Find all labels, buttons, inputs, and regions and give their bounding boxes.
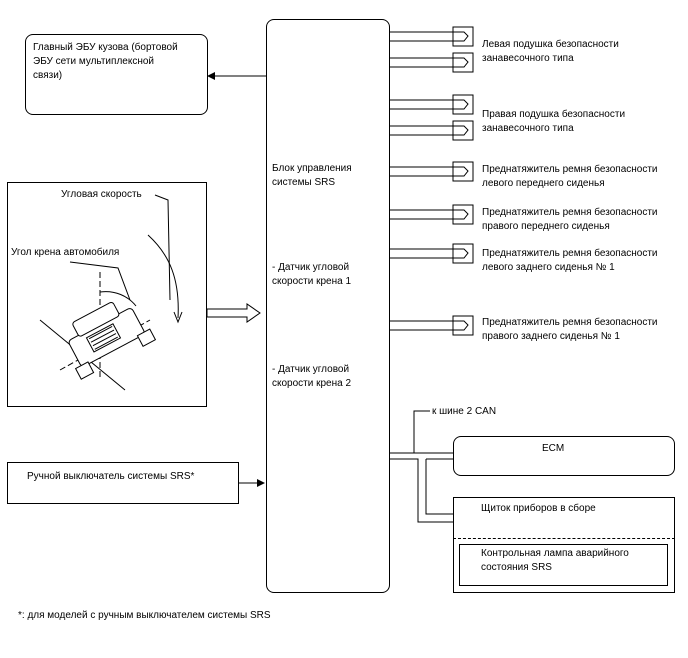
- roll-sensor-2-label-2: скорости крена 2: [272, 378, 352, 389]
- srs-unit-title-2: системы SRS: [272, 177, 336, 188]
- rear-left-pretensioner-label-2: левого заднего сиденья № 1: [482, 262, 615, 273]
- srs-control-unit: Блок управления системы SRS - Датчик угл…: [266, 19, 390, 593]
- ecm-box: ECM: [453, 436, 675, 476]
- squib-left-curtain-1: [452, 26, 474, 47]
- roll-angle-label: Угол крена автомобиля: [11, 247, 120, 258]
- main-body-ecu-label-1: Главный ЭБУ кузова (бортовой: [33, 42, 178, 53]
- squib-left-curtain-2: [452, 52, 474, 73]
- right-curtain-label-1: Правая подушка безопасности: [482, 109, 626, 120]
- front-left-pretensioner-label-2: левого переднего сиденья: [482, 178, 605, 189]
- rear-right-pretensioner-label-2: правого заднего сиденья № 1: [482, 331, 620, 342]
- left-curtain-label-1: Левая подушка безопасности: [482, 39, 619, 50]
- vehicle-illustration-frame: [7, 182, 207, 407]
- sensor-input-arrow: [206, 303, 261, 323]
- can-bus-lines: [390, 410, 453, 523]
- angular-speed-arc: [147, 234, 179, 319]
- squib-rear-left-pretensioner: [452, 243, 474, 264]
- squib-right-curtain-2: [452, 120, 474, 141]
- front-right-pretensioner-label-1: Преднатяжитель ремня безопасности: [482, 207, 658, 218]
- squib-symbols: [452, 26, 474, 336]
- squib-front-right-pretensioner: [452, 204, 474, 225]
- can-bus-label: к шине 2 CAN: [432, 406, 497, 417]
- combination-meter-box: Щиток приборов в сборе Контрольная лампа…: [453, 497, 675, 593]
- left-curtain-label-2: занавесочного типа: [482, 53, 574, 64]
- srs-warning-lamp-box: Контрольная лампа аварийного состояния S…: [459, 544, 668, 586]
- squib-right-curtain-1: [452, 94, 474, 115]
- manual-switch-box: Ручной выключатель системы SRS*: [7, 462, 239, 504]
- main-body-ecu-box: Главный ЭБУ кузова (бортовой ЭБУ сети му…: [25, 34, 208, 115]
- squib-wires: [390, 31, 453, 331]
- main-body-ecu-label-3: связи): [33, 70, 63, 81]
- footnote: *: для моделей с ручным выключателем сис…: [18, 610, 271, 621]
- angular-speed-label: Угловая скорость: [61, 189, 142, 200]
- rear-right-pretensioner-label-1: Преднатяжитель ремня безопасности: [482, 317, 658, 328]
- front-right-pretensioner-label-2: правого переднего сиденья: [482, 221, 610, 232]
- roll-sensor-1-label-1: - Датчик угловой: [272, 262, 350, 273]
- main-body-ecu-label-2: ЭБУ сети мультиплексной: [33, 56, 154, 67]
- squib-front-left-pretensioner: [452, 161, 474, 182]
- roll-sensor-1-label-2: скорости крена 1: [272, 276, 352, 287]
- front-left-pretensioner-label-1: Преднатяжитель ремня безопасности: [482, 164, 658, 175]
- squib-rear-right-pretensioner: [452, 315, 474, 336]
- manual-switch-label: Ручной выключатель системы SRS*: [27, 471, 195, 482]
- roll-sensor-2-label-1: - Датчик угловой: [272, 364, 350, 375]
- rear-left-pretensioner-label-1: Преднатяжитель ремня безопасности: [482, 248, 658, 259]
- roll-angle-leader: [69, 261, 131, 301]
- vehicle-roll-illustration: [39, 194, 183, 391]
- ecm-label: ECM: [542, 443, 565, 454]
- angular-speed-leader: [154, 194, 171, 301]
- right-curtain-label-2: занавесочного типа: [482, 123, 574, 134]
- combination-meter-label: Щиток приборов в сборе: [481, 503, 596, 514]
- srs-unit-title-1: Блок управления: [272, 163, 352, 174]
- srs-warning-lamp-label-1: Контрольная лампа аварийного: [481, 548, 629, 559]
- meter-divider: [453, 538, 675, 539]
- srs-warning-lamp-label-2: состояния SRS: [481, 562, 552, 573]
